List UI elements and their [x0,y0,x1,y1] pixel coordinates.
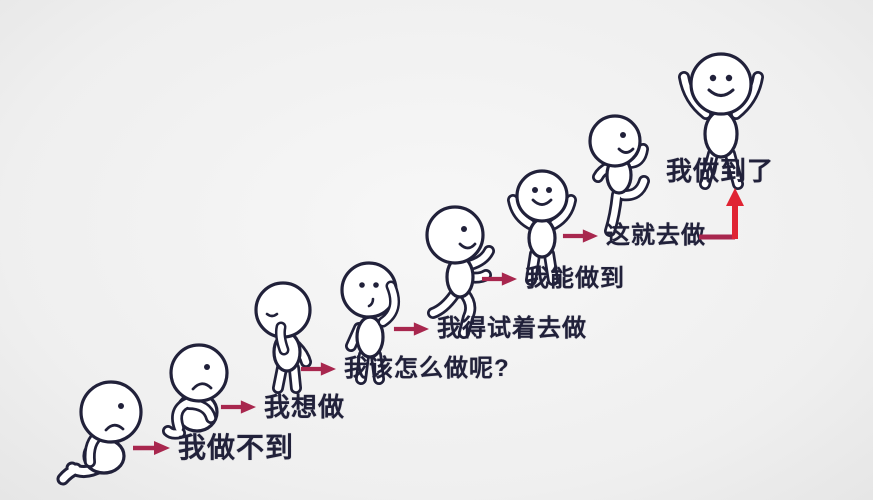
step-label-1: 我做不到 [178,432,295,463]
step-2: 我想做 [220,394,345,420]
arrow-right-icon [133,441,170,455]
step-1: 我做不到 [132,434,294,462]
step-5: 我能做到 [481,267,625,291]
step-label-6: 这就去做 [606,222,706,249]
figure-celebrating [668,40,773,195]
figure-arms-raised-confident [498,168,583,298]
figure-scratching-head [333,260,408,387]
step-label-3: 我该怎么做呢? [344,355,510,382]
arrow-right-icon [300,362,336,376]
step-7: 我做到了 [666,158,774,184]
arrow-right-icon [481,272,517,286]
figure-crouching-discouraged [56,372,151,486]
figure-striding-forward [418,203,498,348]
step-label-2: 我想做 [264,392,346,422]
arrow-right-icon [562,229,598,243]
figure-kicking-upward [583,113,663,251]
step-4: 我得试着去做 [393,317,587,341]
step-label-5: 我能做到 [525,265,625,292]
figure-sitting-hugging-knees [155,340,240,445]
arrow-right-icon [393,322,429,336]
up-arrow-icon [699,188,744,240]
step-label-7: 我做到了 [666,156,775,186]
step-6: 这就去做 [562,224,706,248]
figure-standing-thinking [250,280,325,394]
arrow-right-icon [220,400,256,414]
step-3: 我该怎么做呢? [300,357,510,381]
step-label-4: 我得试着去做 [437,315,587,342]
